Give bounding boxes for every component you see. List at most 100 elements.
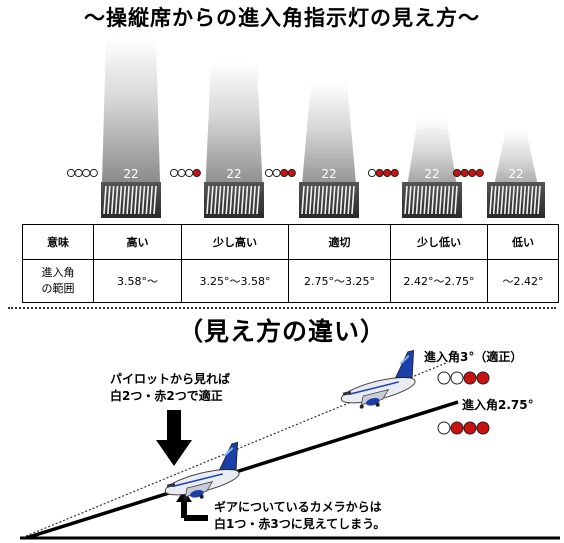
runway-stripe: [122, 185, 127, 215]
runway-stripe: [217, 185, 222, 215]
runway-stripe: [256, 185, 260, 215]
range-header-line2: の範囲: [41, 282, 75, 295]
runway-number-3: 22: [424, 167, 439, 181]
runway-stripe: [419, 185, 424, 215]
meaning-cell-0: 高い: [93, 224, 182, 260]
glide-path-275deg: [25, 400, 459, 540]
runway-stripe: [107, 185, 111, 215]
runway-stripe: [206, 185, 210, 215]
runway-stripe: [210, 185, 214, 215]
path2-label: 進入角2.75°: [462, 397, 534, 412]
runway-view-1: 22: [169, 62, 264, 218]
papi-2-light-3: [287, 168, 296, 178]
papi-3-light-3: [390, 168, 399, 178]
runway-stripe: [492, 185, 497, 215]
camera-note-line2: 白1つ・赤3つに見えてしまう。: [214, 517, 386, 531]
meaning-cell-2: 適切: [288, 224, 391, 260]
page-title: ～操縦席からの進入角指示灯の見え方～: [84, 6, 480, 30]
runway-number-1: 22: [226, 167, 241, 181]
camera-note: ギアについているカメラからは 白1つ・赤3つに見えてしまう。: [214, 499, 385, 533]
papi-0-light-3: [89, 168, 98, 178]
runway-stripe: [301, 185, 305, 215]
runway-stripe: [236, 185, 241, 215]
runway-stripe: [507, 185, 512, 215]
runway-stripe: [518, 185, 523, 215]
runway-stripe: [446, 185, 451, 215]
runway-stripe: [133, 185, 138, 215]
runway-stripe: [328, 185, 332, 215]
runway-stripe: [141, 185, 146, 215]
runway-stripe: [335, 185, 340, 215]
runway-stripe: [324, 185, 328, 215]
range-cell-4: ～2.42°: [487, 259, 559, 303]
runway-stripe: [533, 185, 538, 215]
pilot-note-line2: 白2つ・赤2つで適正: [110, 389, 223, 403]
path2-light-indicator: [437, 421, 490, 435]
arrow-up-icon: [176, 490, 208, 521]
runway-stripe: [526, 185, 530, 215]
runway-stripe: [454, 185, 458, 215]
pilot-note-line1: パイロットから見れば: [110, 372, 231, 386]
meaning-cell-4: 低い: [487, 224, 559, 260]
path1-light-3: [476, 371, 490, 385]
range-header-line1: 進入角: [41, 266, 75, 279]
path1-light-1: [450, 371, 464, 385]
runway-stripe: [404, 185, 408, 215]
runway-stripe: [221, 185, 226, 215]
runway-stripe: [229, 185, 233, 215]
papi-4-light-3: [475, 168, 484, 178]
runway-stripe: [511, 185, 515, 215]
range-header: 進入角 の範囲: [22, 259, 94, 303]
runway-stripe: [411, 185, 416, 215]
runway-stripe: [240, 185, 245, 215]
arrow-down-icon: [156, 410, 192, 466]
range-cell-3: 2.42°～2.75°: [390, 259, 488, 303]
runway-stripe: [503, 185, 508, 215]
runway-stripe: [522, 185, 527, 215]
runway-stripe: [103, 185, 107, 215]
runway-stripe: [438, 185, 443, 215]
runway-stripe: [450, 185, 454, 215]
range-cell-2: 2.75°～3.25°: [288, 259, 391, 303]
papi-1-light-3: [192, 168, 201, 178]
path1-label: 進入角3°（適正）: [424, 349, 522, 364]
section-divider: [8, 307, 556, 309]
camera-note-line1: ギアについているカメラからは: [214, 500, 382, 514]
section-subtitle: （見え方の違い）: [177, 317, 386, 346]
runway-stripe: [149, 185, 153, 215]
runway-beam-0: [101, 38, 161, 218]
runway-stripe: [308, 185, 313, 215]
runway-stripe: [320, 185, 325, 215]
runway-stripe: [145, 185, 150, 215]
runway-stripe: [347, 185, 351, 215]
airplane-lower-icon: [164, 441, 240, 501]
path1-light-0: [437, 371, 451, 385]
runway-stripe: [225, 185, 230, 215]
runway-view-3: 22: [367, 118, 462, 218]
runway-stripe: [305, 185, 309, 215]
runway-stripe: [339, 185, 344, 215]
runway-view-4: 22: [452, 130, 545, 218]
runway-stripe: [500, 185, 504, 215]
pilot-note: パイロットから見れば 白2つ・赤2つで適正: [110, 371, 230, 405]
runway-stripe: [233, 185, 237, 215]
papi-table: 意味 高い 少し高い 適切 少し低い 低い 進入角 の範囲 3.58°～ 3.2…: [22, 224, 559, 303]
path1-light-2: [463, 371, 477, 385]
runway-stripe: [423, 185, 428, 215]
runway-stripe: [114, 185, 119, 215]
runway-stripe: [312, 185, 317, 215]
runway-stripe: [529, 185, 534, 215]
runway-stripe: [537, 185, 541, 215]
runway-stripe: [110, 185, 115, 215]
runway-number-2: 22: [321, 167, 336, 181]
runway-stripe: [153, 185, 157, 215]
path2-light-0: [437, 421, 451, 435]
runway-stripe: [351, 185, 355, 215]
runway-stripe: [316, 185, 321, 215]
runway-stripe: [515, 185, 519, 215]
runway-view-0: 22: [66, 38, 161, 218]
runway-stripe: [130, 185, 134, 215]
runway-stripe: [431, 185, 435, 215]
runway-stripe: [118, 185, 123, 215]
